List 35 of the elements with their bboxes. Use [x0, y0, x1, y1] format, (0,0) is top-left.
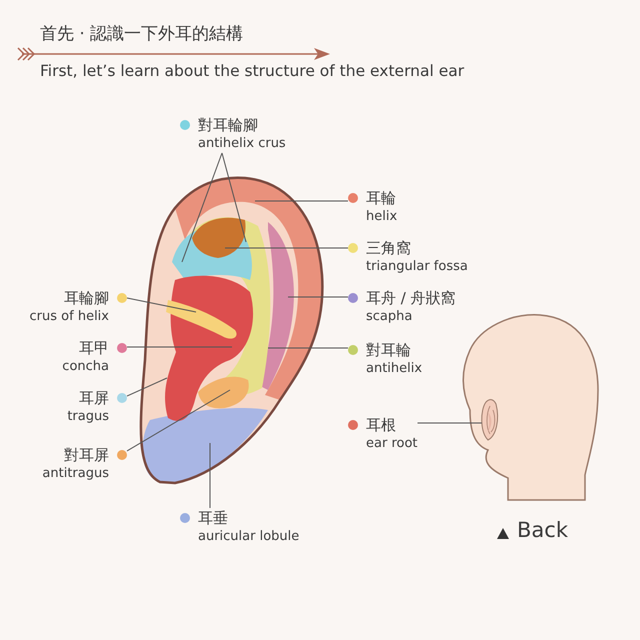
part-name-english: antitragus — [42, 465, 109, 483]
part-name: 耳垂 — [198, 508, 229, 528]
part-name: 耳輪腳 — [64, 288, 109, 308]
title: 首先 · 認識一下外耳的結構 — [40, 23, 244, 45]
leader-line — [182, 152, 222, 262]
leader-line — [417, 422, 482, 424]
part-name: 耳屏 — [79, 388, 109, 408]
part-name-english: antihelix crus — [198, 135, 286, 153]
part-name: 耳輪 — [366, 188, 397, 208]
subtitle: First, let’s learn about the structure of the external ear — [40, 62, 464, 80]
part-name-english: triangular fossa — [366, 258, 468, 276]
part-name-english: auricular lobule — [198, 528, 300, 546]
leader-line — [126, 390, 230, 452]
leader-line — [222, 152, 246, 242]
part-name-english: antihelix — [366, 360, 422, 378]
part-name: 耳舟 / 舟狀窩 — [366, 288, 456, 308]
leader-line — [126, 378, 168, 396]
leader-line — [288, 296, 348, 298]
part-name-english: scapha — [366, 308, 414, 326]
leader-line — [254, 200, 348, 202]
leader-line — [126, 298, 196, 312]
part-name-english: crus of helix — [30, 308, 109, 326]
view-label: Back — [517, 518, 568, 542]
part-name-english: helix — [366, 208, 398, 226]
part-name: 對耳屏 — [64, 445, 109, 465]
part-name: 耳甲 — [79, 338, 109, 358]
part-name-english: ear root — [366, 435, 418, 453]
part-name: 對耳輪腳 — [198, 115, 259, 135]
part-name: 三角窩 — [366, 238, 412, 258]
part-name-english: concha — [62, 358, 109, 376]
ear-icon — [481, 399, 498, 440]
part-name: 對耳輪 — [366, 340, 412, 360]
leader-line — [126, 346, 232, 348]
part-name-english: tragus — [67, 408, 109, 426]
part-name: 耳根 — [366, 415, 397, 435]
